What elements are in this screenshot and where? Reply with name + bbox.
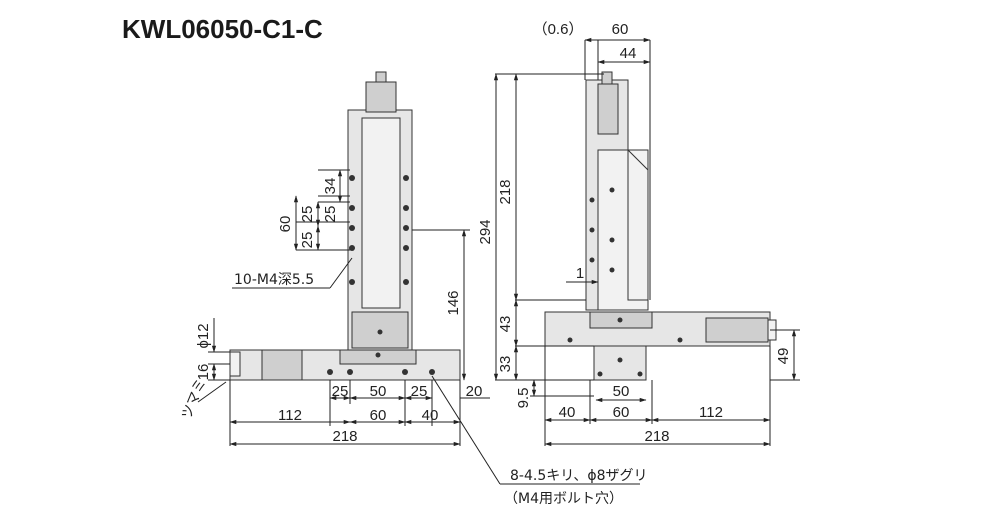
dim-20: 20 bbox=[466, 383, 483, 400]
dim-phi12: ϕ12 bbox=[195, 323, 212, 348]
dim-49: 49 bbox=[775, 348, 792, 365]
dim-60-vertical: 60 bbox=[277, 216, 294, 233]
front-knob bbox=[229, 351, 241, 377]
dim-146: 146 bbox=[445, 290, 462, 315]
dim-60-top: 60 bbox=[612, 21, 629, 38]
front-view: 34 25 25 25 60 146 10-M4深5.5 ϕ12 16 ツマミ … bbox=[179, 71, 648, 507]
dim-112: 112 bbox=[278, 407, 302, 424]
dim-218: 218 bbox=[332, 428, 357, 445]
side-top-cap bbox=[601, 71, 613, 85]
dim-218-vertical: 218 bbox=[497, 179, 514, 204]
hole-note-line2: （M4用ボルト穴） bbox=[504, 491, 623, 507]
dim-34: 34 bbox=[322, 178, 339, 195]
dim-25-left: 25 bbox=[332, 383, 349, 400]
dim-33: 33 bbox=[497, 356, 514, 373]
dim-50-side: 50 bbox=[613, 383, 630, 400]
dim-50: 50 bbox=[370, 383, 387, 400]
dim-0-6: （0.6） bbox=[533, 21, 584, 38]
dim-1: 1 bbox=[576, 265, 584, 282]
knob-label: ツマミ bbox=[179, 377, 210, 422]
side-lower-block bbox=[593, 345, 647, 381]
dim-9-5: 9.5 bbox=[515, 388, 532, 409]
side-motor bbox=[597, 83, 619, 135]
side-column-holes bbox=[589, 187, 615, 273]
dim-294: 294 bbox=[477, 219, 494, 244]
hole-note-line1: 8-4.5キリ、ϕ8ザグリ bbox=[510, 468, 648, 484]
side-base-holes bbox=[567, 317, 683, 377]
drawing-title: KWL06050-C1-C bbox=[122, 14, 323, 44]
dim-218-side: 218 bbox=[644, 428, 669, 445]
dim-25-right: 25 bbox=[411, 383, 428, 400]
dim-112-side: 112 bbox=[699, 404, 723, 421]
side-gusset bbox=[627, 148, 649, 301]
dim-40: 40 bbox=[422, 407, 439, 424]
side-motor-block bbox=[705, 317, 769, 343]
dim-25a: 25 bbox=[322, 206, 339, 223]
dim-44: 44 bbox=[620, 45, 637, 62]
dim-60-side: 60 bbox=[613, 404, 630, 421]
side-view: （0.6） 60 44 294 bbox=[477, 21, 800, 447]
dim-43: 43 bbox=[497, 316, 514, 333]
dim-25b: 25 bbox=[299, 206, 316, 223]
tap-note: 10-M4深5.5 bbox=[234, 272, 314, 288]
front-motor-block bbox=[261, 349, 303, 381]
dim-16: 16 bbox=[195, 364, 212, 381]
front-column-face bbox=[361, 117, 401, 309]
front-column-holes bbox=[349, 175, 409, 335]
front-base-holes bbox=[327, 352, 435, 375]
dim-60-horizontal: 60 bbox=[370, 407, 387, 424]
front-top-motor bbox=[365, 81, 397, 113]
dim-40-side: 40 bbox=[559, 404, 576, 421]
front-top-cap bbox=[375, 71, 387, 83]
dim-25c: 25 bbox=[299, 232, 316, 249]
